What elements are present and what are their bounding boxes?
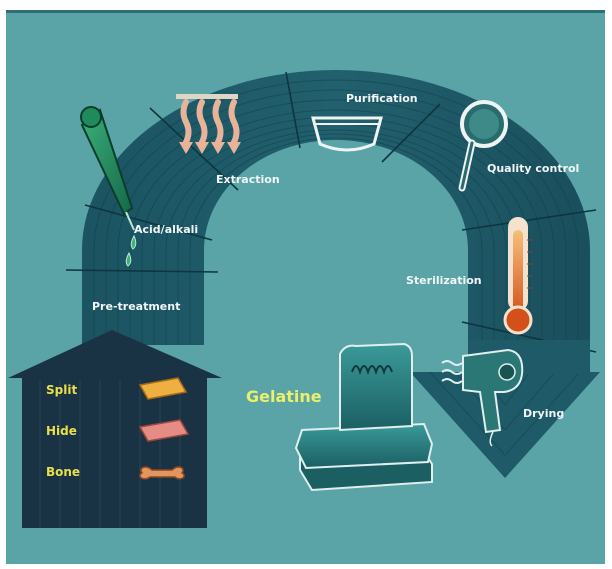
step-label-purification: Purification <box>346 92 418 105</box>
step-label-pre-treatment: Pre-treatment <box>92 300 180 313</box>
step-label-drying: Drying <box>523 407 564 420</box>
raw-label-split: Split <box>46 383 77 397</box>
thermometer-icon <box>505 218 532 333</box>
step-label-extraction: Extraction <box>216 173 280 186</box>
raw-label-bone: Bone <box>46 465 80 479</box>
step-label-acid-alkali: Acid/alkali <box>134 223 198 236</box>
step-label-quality-control: Quality control <box>487 162 579 175</box>
raw-label-hide: Hide <box>46 424 77 438</box>
step-label-sterilization: Sterilization <box>406 274 482 287</box>
product-label-gelatine: Gelatine <box>246 387 322 406</box>
